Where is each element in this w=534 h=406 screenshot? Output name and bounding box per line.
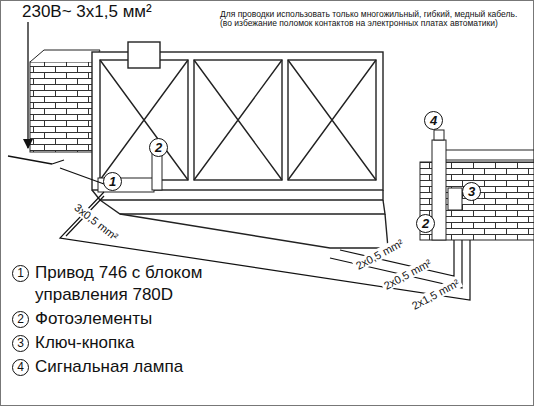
legend-row: 1 Привод 746 с блоком управления 780D [12, 262, 252, 306]
callout-number: 2 [12, 311, 29, 328]
legend-row: 4 Сигнальная лампа [12, 356, 252, 378]
callout-number: 2 [416, 214, 435, 233]
switch-symbol [52, 160, 64, 164]
note-text: Для проводки использовать только многожи… [218, 10, 527, 29]
legend: 1 Привод 746 с блоком управления 780D 2 Фот… [12, 262, 252, 380]
power-cable [8, 156, 104, 184]
legend-row: 3 Ключ-кнопка [12, 332, 252, 354]
sliding-gate [92, 42, 388, 248]
cable-run [60, 192, 470, 300]
left-pillar [30, 62, 94, 152]
power-arrow [27, 22, 28, 148]
callout-number: 3 [462, 182, 481, 201]
legend-row: 2 Фотоэлементы [12, 308, 252, 330]
cable-label: 3x0,5 mm² [71, 200, 123, 244]
legend-text: Сигнальная лампа [35, 356, 183, 378]
callout-number: 2 [149, 138, 168, 157]
legend-text: Ключ-кнопка [35, 332, 134, 354]
callout-number: 1 [12, 265, 29, 282]
legend-text: Привод 746 с блоком управления 780D [35, 262, 252, 306]
callout-number: 3 [12, 335, 29, 352]
callout-number: 1 [103, 172, 122, 191]
callout-number: 4 [424, 111, 443, 130]
legend-text: Фотоэлементы [35, 308, 152, 330]
power-label: 230В~ 3x1,5 мм² [20, 3, 154, 22]
callout-number: 4 [12, 359, 29, 376]
cable-label: 2x1,5 mm² [408, 276, 463, 313]
key-switch [448, 188, 462, 210]
signal-lamp [434, 130, 444, 140]
